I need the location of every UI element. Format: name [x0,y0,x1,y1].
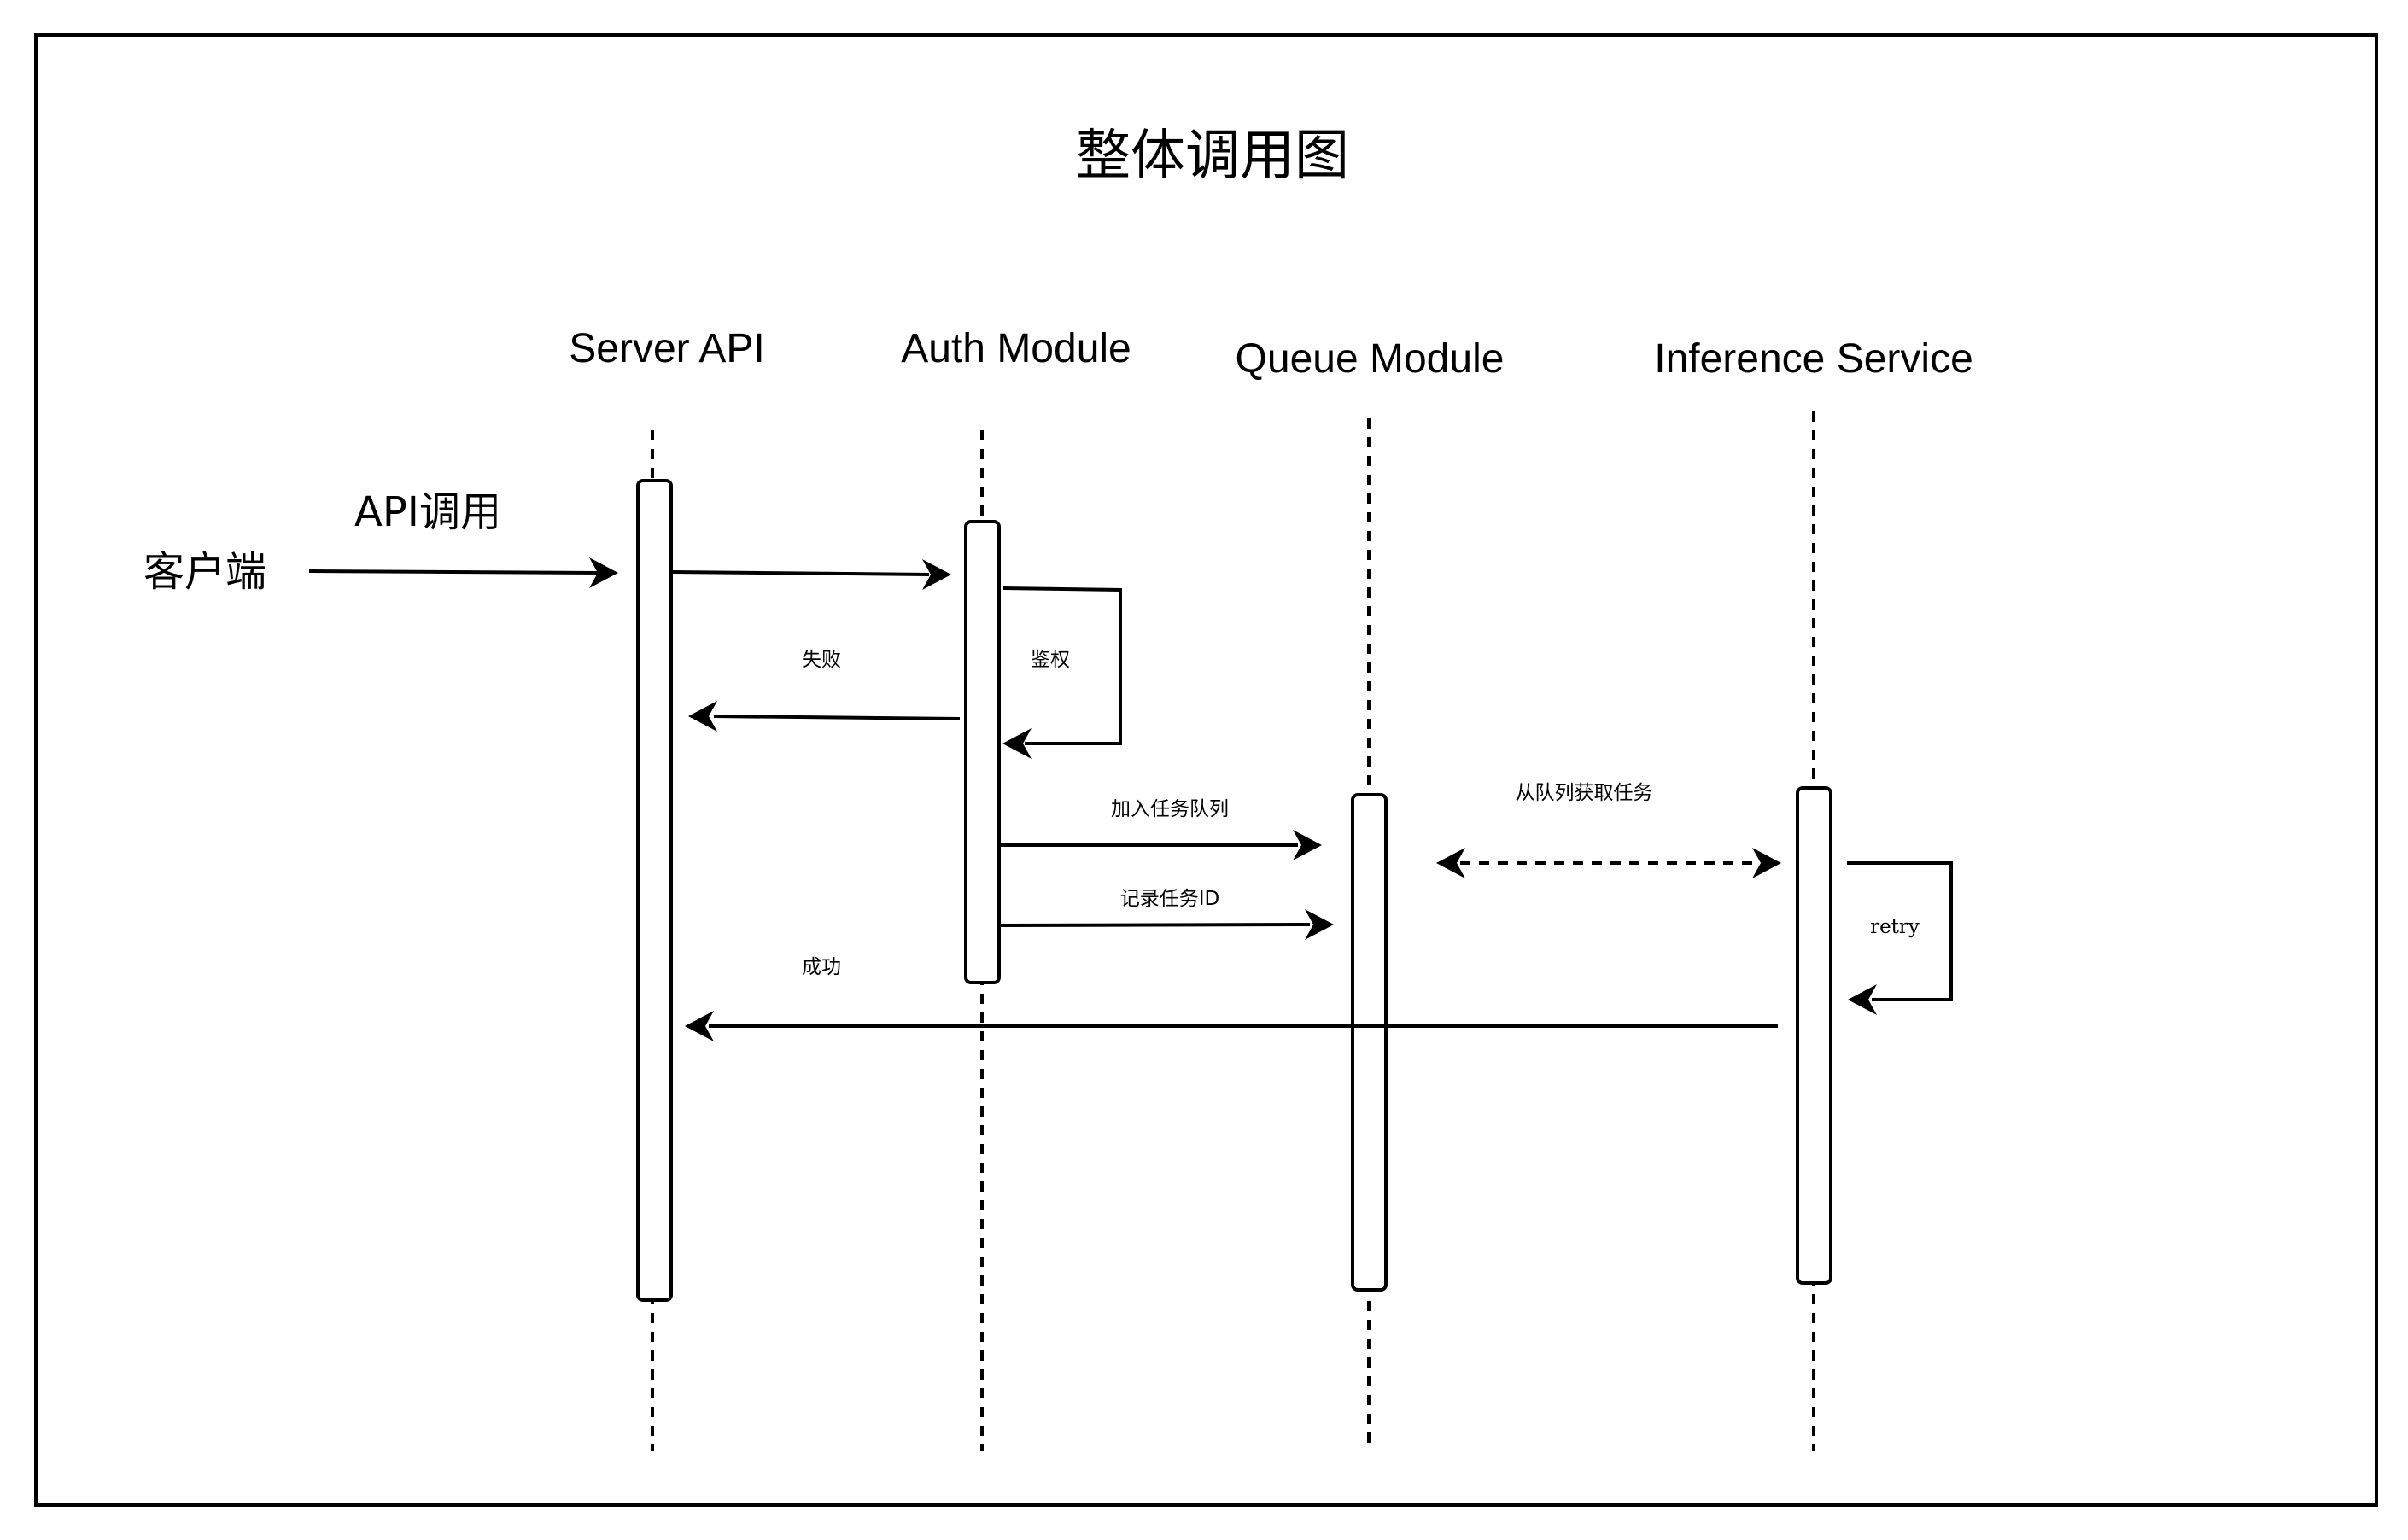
arrowhead-success [685,1011,714,1041]
arrow-server-to-auth [672,570,930,576]
diagram-title: 整体调用图 [1076,125,1349,188]
api-call-label: API调用 [354,488,501,536]
arrowhead-retry-self-loop [1848,984,1877,1015]
activation-auth-module [964,520,1001,984]
activation-server-api [636,479,673,1302]
enqueue-label: 加入任务队列 [1111,798,1229,820]
arrow-fail [713,715,961,720]
actor-auth-module: Auth Module [901,326,1131,371]
retry-self-loop [1847,861,1953,1001]
activation-inference-service [1796,786,1832,1285]
arrowhead-server-to-auth [922,559,951,590]
arrowhead-auth-self-loop [1002,728,1032,759]
actor-inference-service: Inference Service [1654,336,1973,382]
auth-self-loop [1002,586,1122,745]
fetch-task-label: 从队列获取任务 [1516,782,1653,804]
actor-server-api: Server API [569,326,764,371]
client-label: 客户端 [143,548,266,596]
arrowhead-fail [688,701,717,732]
actor-queue-module: Queue Module [1236,336,1505,382]
arrowhead-enqueue [1293,830,1322,860]
fail-label: 失败 [802,649,841,671]
arrowhead-client-to-server [589,557,618,588]
retry-label: retry [1870,916,1920,938]
arrow-client-to-server [308,569,599,575]
arrowhead-record-id [1305,909,1334,940]
record-id-label: 记录任务ID [1120,888,1220,910]
arrowhead-fetch-task-left [1436,848,1465,878]
activation-queue-module [1351,793,1388,1292]
success-label: 成功 [802,956,841,978]
auth-check-label: 鉴权 [1031,649,1070,671]
diagram-frame [34,33,2378,1507]
arrowhead-fetch-task-right [1752,848,1781,878]
